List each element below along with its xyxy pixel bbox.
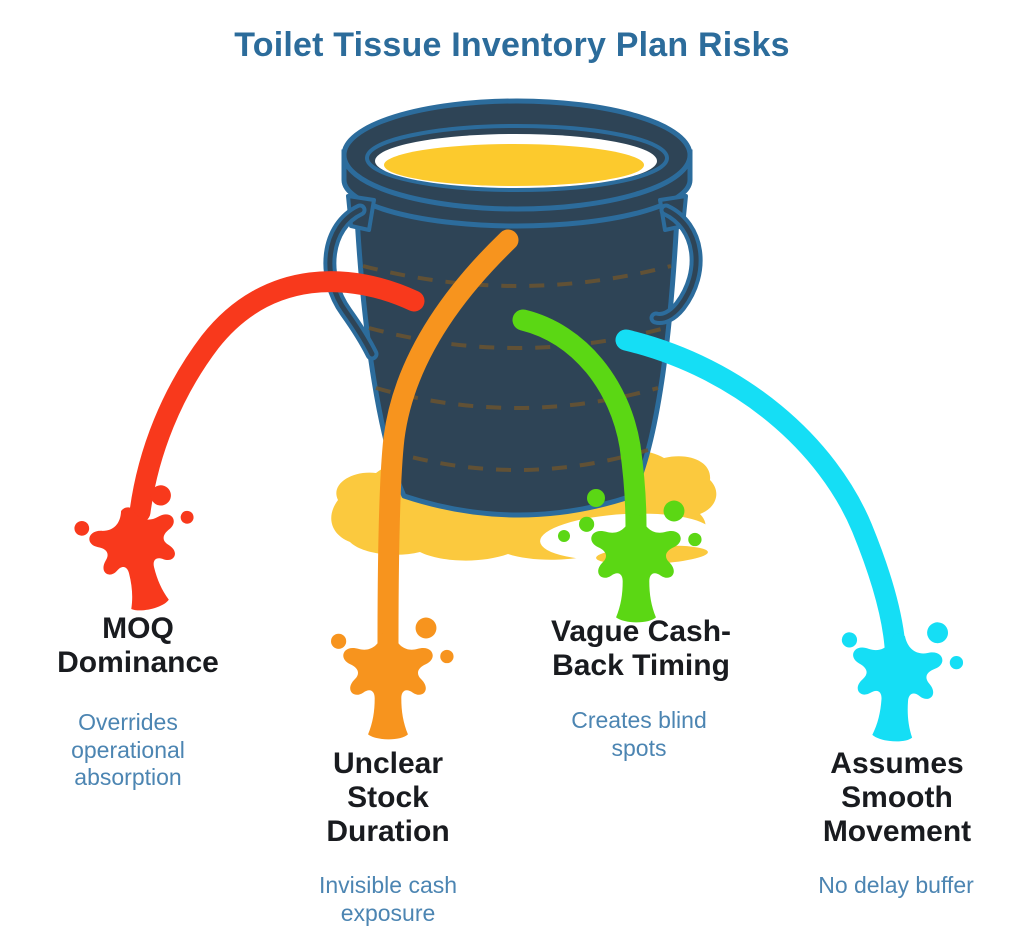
splash-smooth-movement-icon	[835, 615, 966, 746]
page-title: Toilet Tissue Inventory Plan Risks	[234, 26, 790, 64]
risk-label-smooth-movement: Assumes Smooth Movement	[822, 747, 972, 849]
risk-description-smooth-movement: No delay buffer	[818, 872, 974, 898]
risk-label-moq-dominance: MOQ Dominance	[57, 612, 219, 680]
leak-stream-cashback-timing	[512, 309, 647, 537]
risk-description-moq-dominance: Overrides operational absorption	[71, 709, 185, 791]
splash-unclear-stock-icon	[331, 617, 454, 740]
leak-stream-unclear-stock	[377, 229, 519, 655]
leak-stream-moq-dominance	[129, 271, 425, 523]
risk-description-cashback-timing: Creates blind spots	[571, 707, 707, 761]
risk-description-unclear-stock: Invisible cash exposure	[318, 872, 458, 926]
risk-label-cashback-timing: Vague Cash- Back Timing	[550, 615, 732, 683]
leak-stream-smooth-movement	[615, 329, 906, 657]
risk-label-unclear-stock: Unclear Stock Duration	[326, 747, 450, 849]
bucket-handle-left	[323, 203, 379, 361]
liquid-surface	[384, 144, 644, 186]
green-droplets	[558, 489, 605, 542]
bucket-handle-right	[649, 203, 703, 325]
